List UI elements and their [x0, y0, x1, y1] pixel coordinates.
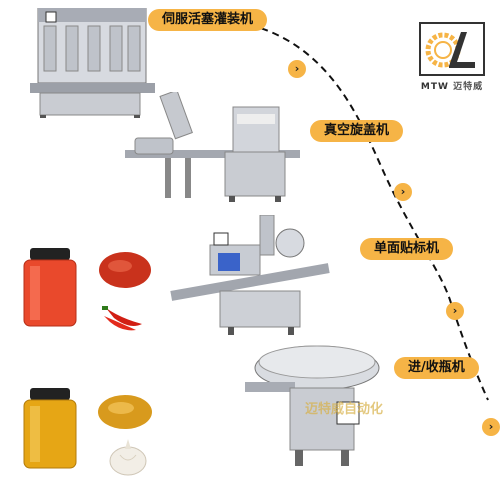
brand-logo: MTW 迈特威 [410, 22, 494, 100]
bottle-turntable [245, 345, 380, 466]
step-label-filling: 伺服活塞灌装机 [148, 9, 268, 31]
garlic-sauce-dollop [98, 395, 152, 429]
jar-red-sauce [23, 248, 77, 327]
gear-logo-icon [419, 22, 485, 76]
chevron-right-icon: › [482, 418, 500, 436]
step-label-labeling: 单面贴标机 [360, 238, 454, 260]
chevron-right-icon: › [394, 183, 412, 201]
chili-pepper [102, 306, 142, 331]
watermark-text: 迈特威自动化 [305, 402, 384, 417]
chili-sauce-dollop [99, 252, 151, 288]
capping-machine [125, 92, 300, 202]
brand-chinese: 迈特威 [453, 82, 484, 92]
filling-machine [30, 8, 155, 118]
chevron-right-icon: › [288, 60, 306, 78]
jar-yellow-sauce [23, 388, 77, 469]
labeling-machine [170, 215, 330, 335]
brand-latin: MTW [420, 82, 449, 92]
chevron-right-icon: › [446, 302, 464, 320]
garlic [109, 439, 147, 476]
step-label-feeding: 进/收瓶机 [394, 357, 479, 379]
step-label-capping: 真空旋盖机 [310, 120, 404, 142]
